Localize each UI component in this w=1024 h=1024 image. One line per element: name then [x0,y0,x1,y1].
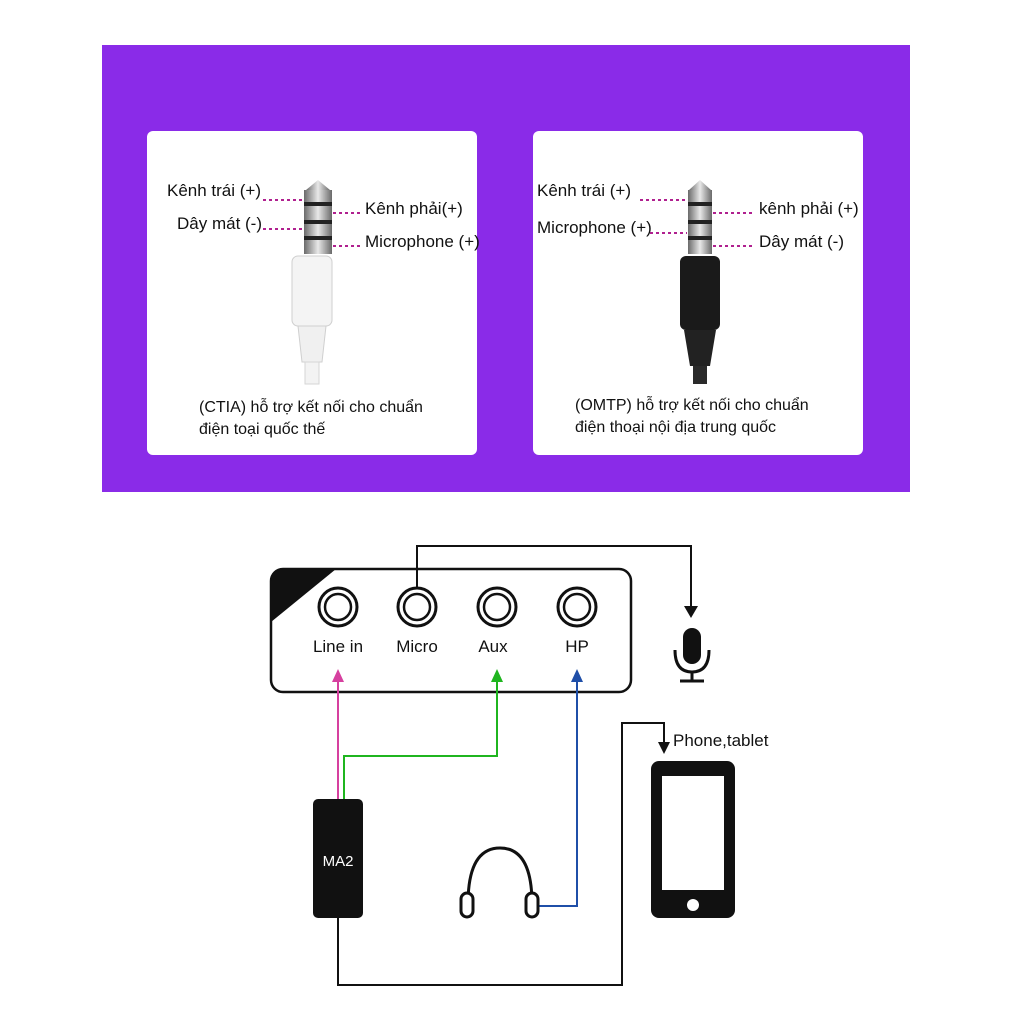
ctia-pin-leaders [263,199,362,247]
port-line-in[interactable]: Line in [313,586,363,656]
omtp-plug-icon [680,180,720,384]
port-aux[interactable]: Aux [476,586,518,656]
port-label-line-in: Line in [313,637,363,656]
phone-label: Phone,tablet [673,731,769,750]
phone-icon [651,761,735,918]
omtp-pin-leaders [640,199,752,247]
omtp-caption-line-2: điện thoại nội địa trung quốc [575,419,777,436]
ctia-right-label-1: Kênh phải(+) [365,199,463,218]
sound-card-box [269,567,633,694]
headphones-icon [459,846,540,919]
port-hp[interactable]: HP [556,586,598,656]
omtp-left-label-2: Microphone (+) [537,218,652,237]
omtp-left-label-1: Kênh trái (+) [537,181,632,200]
port-label-hp: HP [565,637,589,656]
ctia-right-label-2: Microphone (+) [365,232,480,251]
ctia-plug-icon [291,180,333,385]
port-label-micro: Micro [396,637,438,656]
ctia-left-label-1: Kênh trái (+) [167,181,262,200]
ma2-label: MA2 [323,853,354,870]
wire-micro [416,545,692,612]
ctia-caption-line-1: (CTIA) hỗ trợ kết nối cho chuẩn [199,399,423,416]
port-label-aux: Aux [478,637,508,656]
omtp-right-label-1: kênh phải (+) [759,199,859,218]
ctia-caption-line-2: điện toại quốc thế [199,421,326,438]
wire-hp [538,676,578,907]
wire-aux [343,676,498,800]
omtp-caption-line-1: (OMTP) hỗ trợ kết nối cho chuẩn [575,397,809,414]
microphone-icon [673,628,711,683]
ctia-left-label-2: Dây mát (-) [177,214,262,233]
omtp-right-label-2: Dây mát (-) [759,232,844,251]
ma2-device: MA2 [313,799,363,918]
wire-phone [337,722,665,986]
